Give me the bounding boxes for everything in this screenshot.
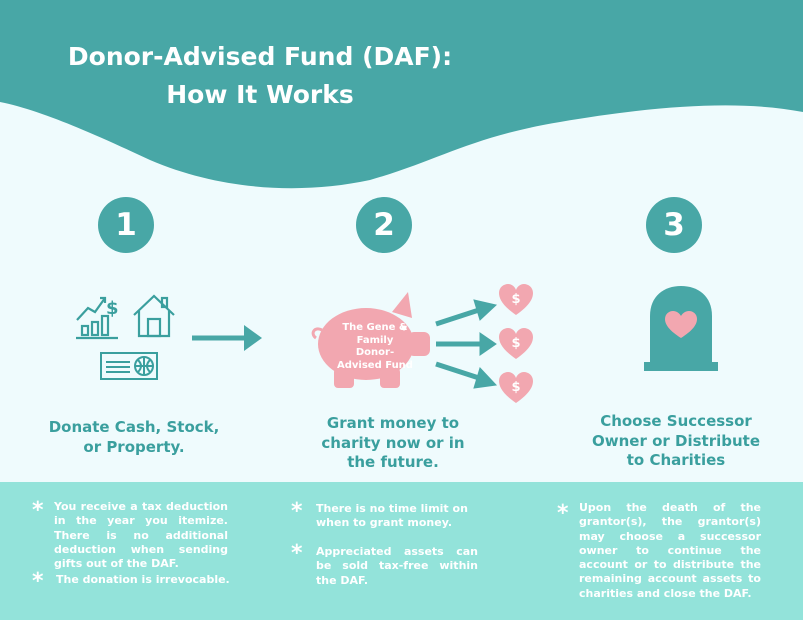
heart-tombstone-icon [644, 286, 718, 371]
grant-arrows [435, 299, 498, 389]
title-line-1: Donor-Advised Fund (DAF): [67, 42, 453, 71]
svg-text:$: $ [106, 298, 119, 319]
step-1-number: 1 [98, 197, 154, 253]
title-line-2: How It Works [166, 79, 354, 109]
arrow-right-icon [192, 325, 262, 351]
step-2-title: Grant money to charity now or in the fut… [321, 414, 465, 471]
dollar-heart-icon: $ [499, 284, 533, 315]
dollar-heart-icon: $ [499, 328, 533, 359]
house-icon [133, 294, 175, 338]
dollar-heart-icon: $ [499, 372, 533, 403]
step-2-bullet-1: There is no time limit on when to grant … [316, 502, 468, 530]
header-wave [0, 0, 803, 189]
step-3-bullet-1: Upon the death of the grantor(s), the gr… [579, 501, 761, 600]
dollar-heart-symbol: $ [511, 292, 520, 307]
piggy-bank-icon [311, 292, 430, 388]
asterisk-icon: * [32, 569, 44, 594]
asterisk-icon: * [291, 541, 303, 566]
step-2-bullet-2: Appreciated assets can be sold tax-free … [316, 545, 478, 587]
asterisk-icon: * [291, 499, 303, 524]
check-icon [100, 352, 158, 380]
dollar-heart-symbol: $ [511, 336, 520, 351]
step-3-title: Choose Successor Owner or Distribute to … [592, 412, 760, 469]
details-band [0, 482, 803, 620]
dollar-heart-symbol: $ [511, 380, 520, 395]
fund-label: The Gene & Family Donor-Advised Fund [337, 322, 413, 371]
asterisk-icon: * [32, 498, 44, 523]
step-1-title: Donate Cash, Stock, or Property. [48, 418, 220, 456]
step-2-number: 2 [356, 197, 412, 253]
page-title: Donor-Advised Fund (DAF): How It Works [30, 38, 490, 113]
step-1-bullet-2: The donation is irrevocable. [56, 573, 230, 586]
step-1-bullet-1: You receive a tax deduction in the year … [54, 500, 228, 571]
step-3-number: 3 [646, 197, 702, 253]
asterisk-icon: * [557, 501, 569, 526]
stock-chart-icon: $ [76, 296, 119, 340]
